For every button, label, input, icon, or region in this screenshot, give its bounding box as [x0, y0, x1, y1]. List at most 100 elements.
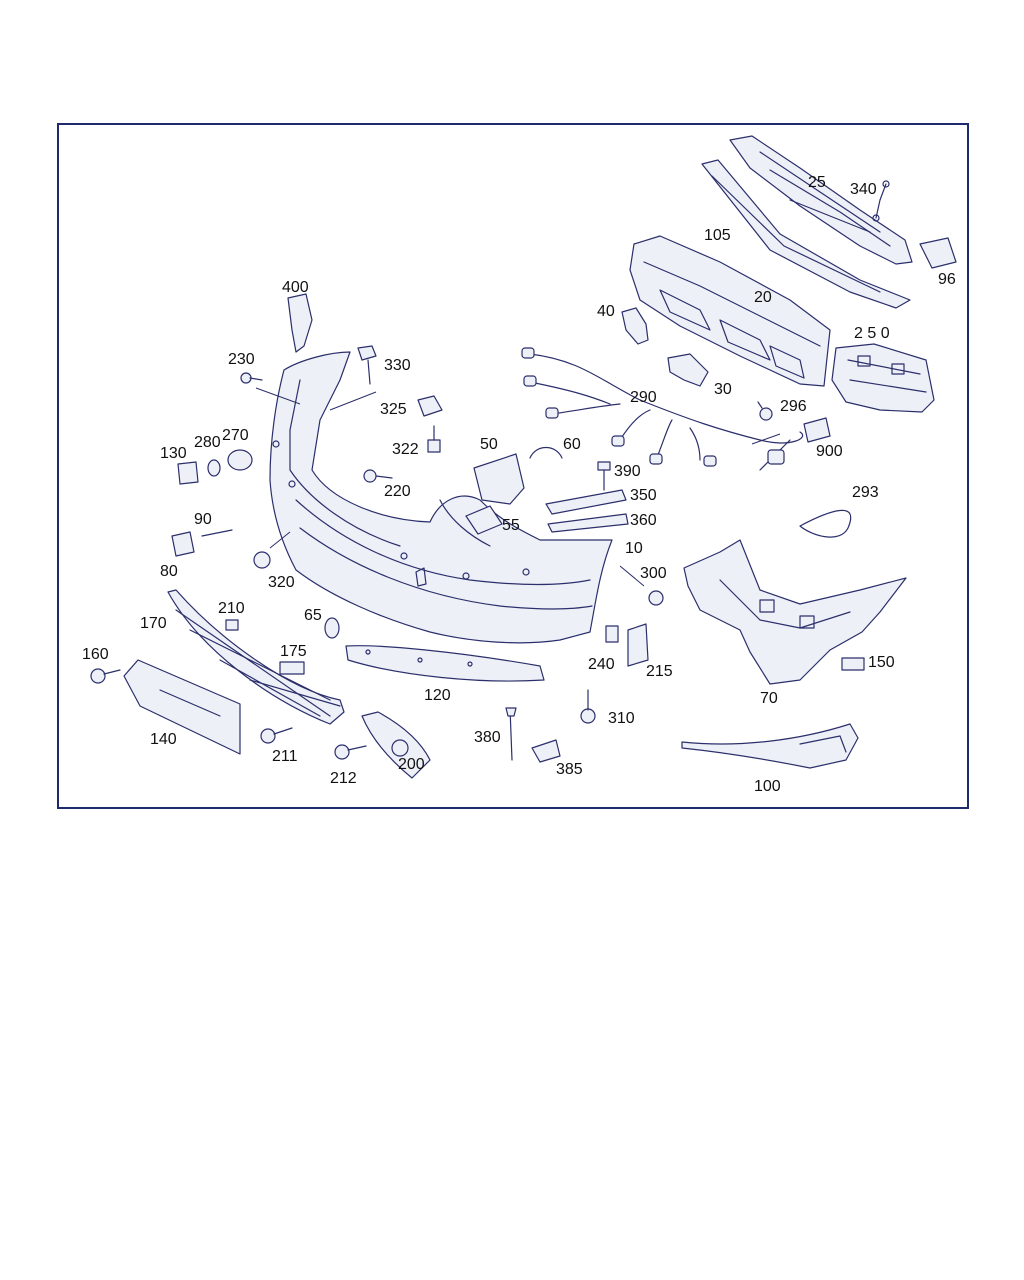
- part-240-clip[interactable]: [605, 625, 619, 643]
- part-20-absorber[interactable]: [629, 235, 831, 387]
- callout-60: 60: [563, 436, 581, 453]
- part-120-trim[interactable]: [345, 645, 545, 682]
- part-330-screw[interactable]: [357, 345, 377, 385]
- part-230-screw[interactable]: [240, 372, 263, 384]
- callout-400: 400: [282, 279, 309, 296]
- callout-labels: 10 20 25 30 40 50 55 60 65 70 80 90 96 1…: [82, 174, 956, 795]
- part-200-fog-grille[interactable]: [361, 711, 431, 779]
- part-220-screw[interactable]: [363, 469, 393, 483]
- part-360-strip[interactable]: [547, 513, 629, 533]
- callout-96: 96: [938, 271, 956, 288]
- callout-120: 120: [424, 687, 451, 704]
- diagram-frame: [57, 123, 969, 809]
- callout-250: 2 5 0: [854, 325, 890, 342]
- part-80-cover[interactable]: [171, 531, 195, 557]
- part-70-mount[interactable]: [683, 539, 907, 685]
- part-385-cap[interactable]: [531, 739, 561, 763]
- part-211-screw[interactable]: [260, 727, 293, 744]
- callout-280: 280: [194, 434, 221, 451]
- callout-320: 320: [268, 574, 295, 591]
- part-65-grommet[interactable]: [324, 617, 340, 639]
- callout-10: 10: [625, 540, 643, 557]
- part-380-rivet[interactable]: [505, 707, 517, 761]
- part-55-cover[interactable]: [465, 505, 503, 535]
- part-105-strip[interactable]: [701, 159, 911, 309]
- part-212-screw[interactable]: [334, 744, 367, 760]
- callout-90: 90: [194, 511, 212, 528]
- part-50-bracket[interactable]: [473, 453, 525, 505]
- part-96-cap[interactable]: [919, 237, 957, 269]
- callout-385: 385: [556, 761, 583, 778]
- callout-360: 360: [630, 512, 657, 529]
- callout-390: 390: [614, 463, 641, 480]
- part-170-grille[interactable]: [167, 589, 345, 725]
- callout-270: 270: [222, 427, 249, 444]
- part-130-holder[interactable]: [177, 461, 199, 485]
- part-90-clip[interactable]: [201, 529, 233, 537]
- callout-220: 220: [384, 483, 411, 500]
- part-150-clip[interactable]: [841, 657, 865, 671]
- part-25-reinforcement[interactable]: [729, 135, 913, 265]
- callout-130: 130: [160, 445, 187, 462]
- callout-322: 322: [392, 441, 419, 458]
- callout-340: 340: [850, 181, 877, 198]
- callout-293: 293: [852, 484, 879, 501]
- part-140-plate-holder[interactable]: [123, 659, 241, 755]
- callout-40: 40: [597, 303, 615, 320]
- callout-175: 175: [280, 643, 307, 660]
- part-210-clip[interactable]: [225, 619, 239, 631]
- part-320-nut[interactable]: [253, 551, 271, 569]
- part-270-sensor[interactable]: [227, 449, 253, 471]
- callout-215: 215: [646, 663, 673, 680]
- callout-230: 230: [228, 351, 255, 368]
- part-340-cable[interactable]: [872, 180, 890, 222]
- part-160-screw[interactable]: [90, 668, 121, 684]
- part-293-tie[interactable]: [799, 509, 852, 538]
- part-10-bumper-cover[interactable]: [269, 351, 613, 644]
- callout-240: 240: [588, 656, 615, 673]
- callout-310: 310: [608, 710, 635, 727]
- callout-330: 330: [384, 357, 411, 374]
- callout-160: 160: [82, 646, 109, 663]
- part-290-wiring-harness[interactable]: [521, 347, 804, 471]
- callout-200: 200: [398, 756, 425, 773]
- part-100-spoiler[interactable]: [681, 723, 859, 769]
- part-300-nut[interactable]: [648, 590, 664, 606]
- callout-20: 20: [754, 289, 772, 306]
- callout-50: 50: [480, 436, 498, 453]
- leader-lines: [255, 387, 781, 587]
- callout-140: 140: [150, 731, 177, 748]
- callout-65: 65: [304, 607, 322, 624]
- part-400-bracket[interactable]: [287, 293, 313, 353]
- callout-325: 325: [380, 401, 407, 418]
- callout-105: 105: [704, 227, 731, 244]
- callout-900: 900: [816, 443, 843, 460]
- callout-296: 296: [780, 398, 807, 415]
- callout-212: 212: [330, 770, 357, 787]
- part-900-sensor[interactable]: [803, 417, 831, 443]
- part-296-bolt[interactable]: [757, 401, 773, 421]
- part-215-grille[interactable]: [627, 623, 649, 667]
- callout-80: 80: [160, 563, 178, 580]
- part-175-clip[interactable]: [279, 661, 305, 675]
- callout-350: 350: [630, 487, 657, 504]
- callout-55: 55: [502, 517, 520, 534]
- part-40-plate[interactable]: [621, 307, 649, 345]
- part-325-clip[interactable]: [417, 395, 443, 417]
- part-350-strip[interactable]: [545, 489, 627, 515]
- callout-211: 211: [272, 748, 298, 765]
- part-390-clip[interactable]: [597, 461, 611, 491]
- part-60-spring[interactable]: [529, 446, 563, 459]
- callout-100: 100: [754, 778, 781, 795]
- callout-25: 25: [808, 174, 826, 191]
- callout-150: 150: [868, 654, 895, 671]
- part-310-screw[interactable]: [580, 689, 596, 724]
- part-322-bolt[interactable]: [427, 425, 441, 453]
- callout-290: 290: [630, 389, 657, 406]
- callout-70: 70: [760, 690, 778, 707]
- callout-170: 170: [140, 615, 167, 632]
- part-250-bracket[interactable]: [831, 343, 935, 413]
- part-280-ring[interactable]: [207, 459, 221, 477]
- part-30-plate[interactable]: [667, 353, 709, 387]
- callout-210: 210: [218, 600, 245, 617]
